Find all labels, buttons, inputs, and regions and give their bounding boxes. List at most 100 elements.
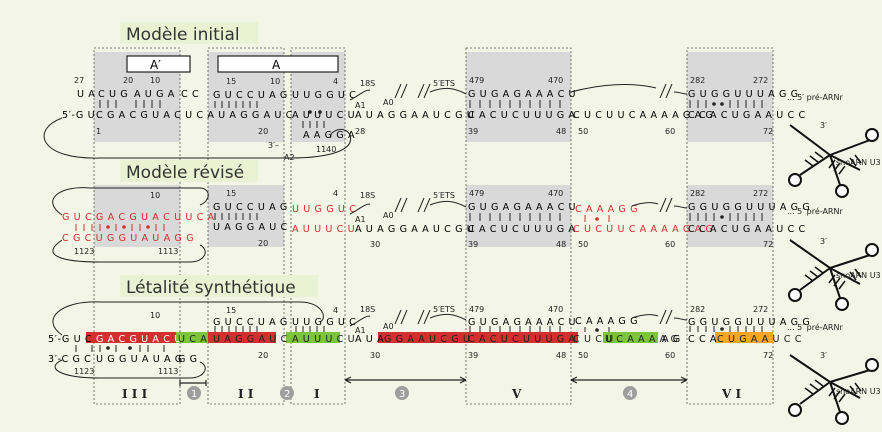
- lab: 3′–: [268, 141, 279, 150]
- seq: U U G G U C: [292, 90, 356, 101]
- seq: A A G G A: [303, 130, 355, 141]
- pairs: [689, 100, 763, 108]
- num: 39: [468, 351, 478, 360]
- pairs: [295, 326, 325, 332]
- seq: G U G A G A A A C U: [468, 89, 576, 100]
- region-marker-3-label: 3: [399, 389, 405, 400]
- seq: G U C G A C G U A C U U C A: [62, 212, 215, 223]
- title-lethal: Létalité synthétique: [126, 278, 296, 298]
- row-initial: 27 20 10 U A C U G A U G A C C 5′-G U C …: [43, 76, 843, 162]
- pairs: [214, 326, 258, 332]
- seq: G G U G G U U U A G G: [688, 317, 810, 328]
- num: 10: [150, 311, 160, 320]
- seq: 5′-G U: [62, 110, 95, 121]
- num: 15: [226, 77, 236, 86]
- num: 15: [226, 189, 236, 198]
- bar-green: [603, 332, 658, 343]
- seq: U C A A A A G: [605, 334, 679, 345]
- num: 30: [370, 240, 380, 249]
- snorna-loop: [54, 359, 206, 379]
- seq: C C A: [688, 334, 717, 345]
- num: 4: [333, 306, 338, 315]
- box-a-prime-label: A′: [150, 58, 161, 72]
- seq: C U C U U C A A A A G A G: [573, 110, 713, 121]
- region-label-i: I: [314, 387, 320, 401]
- num: 1140: [316, 145, 336, 154]
- pairs: [214, 101, 258, 108]
- num: 27: [74, 76, 84, 85]
- gu-dot: [308, 110, 312, 114]
- seq: G U C C U A G: [213, 90, 288, 101]
- seq: 3′-C G C: [48, 354, 91, 365]
- lab: ... 5′ pré-ARNr: [787, 206, 843, 216]
- breaks: [631, 197, 688, 213]
- seq: U U G G U C: [292, 204, 356, 215]
- box-a: [217, 55, 339, 73]
- lab: 18S: [360, 191, 375, 200]
- region-marker-1-label: 1: [191, 389, 197, 400]
- seq: G U G G U U U A G G: [688, 89, 799, 100]
- title-bg-initial: [120, 22, 258, 44]
- region-axis: I I I 1 I I 2 I 3 V 4 V I: [122, 376, 741, 401]
- title-bg-lethal: [120, 275, 318, 297]
- num: 15: [226, 306, 236, 315]
- num: 1113: [158, 367, 178, 376]
- num: 72: [763, 240, 773, 249]
- region-label-ii: I I: [238, 387, 254, 401]
- pairs: [584, 327, 610, 332]
- num: 28: [355, 127, 365, 136]
- lab: 3′: [820, 121, 827, 130]
- title-bg-revised: [120, 160, 258, 182]
- num: 50: [578, 351, 588, 360]
- seq: A U U U C U: [292, 334, 355, 345]
- num: 60: [665, 240, 675, 249]
- seq: G U G A G A A A C U: [468, 317, 576, 328]
- lab: snoARN U3: [836, 387, 881, 396]
- region-label-v: V: [511, 387, 522, 401]
- num: 10: [150, 191, 160, 200]
- seq: U C A: [178, 334, 207, 345]
- seq: G U C C U A G: [213, 317, 288, 328]
- num: 48: [556, 351, 566, 360]
- num: 272: [753, 76, 768, 85]
- pairs: [99, 100, 161, 108]
- region-frames: [93, 47, 774, 405]
- breaks: [570, 83, 688, 99]
- pairs: [469, 213, 561, 221]
- num: 282: [690, 305, 705, 314]
- num: 10: [150, 76, 160, 85]
- seq: C G C U G G U A U A G G: [62, 233, 194, 244]
- snorna-glyph-1: [788, 124, 879, 198]
- seq: U A: [77, 89, 95, 100]
- lab: snoARN U3: [836, 271, 881, 280]
- num: 39: [468, 127, 478, 136]
- num: 20: [258, 127, 268, 136]
- num: 479: [469, 305, 484, 314]
- seq: G G: [178, 354, 198, 365]
- num: 272: [753, 189, 768, 198]
- num: 20: [258, 239, 268, 248]
- pairs: [75, 345, 165, 352]
- lab: snoARN U3: [836, 158, 881, 167]
- num: 479: [469, 76, 484, 85]
- seq: 5′-G U C: [48, 334, 92, 345]
- row-revised: 10 G U C G A C G U A C U U C A C G C U G…: [52, 187, 843, 263]
- gu-dot: [595, 217, 599, 221]
- seq: A U U U C U: [292, 224, 355, 235]
- region-label-vi: V I: [721, 387, 741, 401]
- region-marker-4-label: 4: [627, 389, 633, 400]
- breaks: [349, 83, 467, 101]
- region-marker-2: [280, 386, 294, 400]
- lab: 18S: [360, 305, 375, 314]
- num: 20: [258, 351, 268, 360]
- lab: 18S: [360, 79, 375, 88]
- seq: G U G A G A A A C U: [468, 202, 576, 213]
- seq: C A A A G G: [575, 316, 638, 327]
- gu-dot: [146, 225, 150, 229]
- gu-dot: [720, 215, 724, 219]
- arrow-1: [179, 380, 207, 386]
- seq: A U G A: [134, 89, 175, 100]
- box-a-prime: [126, 55, 191, 73]
- lab: A0: [383, 322, 394, 331]
- num: 4: [333, 189, 338, 198]
